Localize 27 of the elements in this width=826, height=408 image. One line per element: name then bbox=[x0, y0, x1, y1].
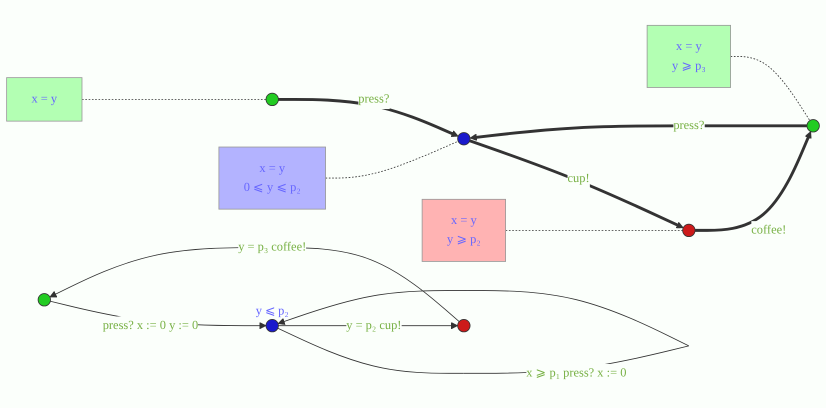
node-circle bbox=[266, 92, 279, 106]
node-circle bbox=[682, 224, 696, 238]
edge-label: press? bbox=[673, 118, 704, 132]
node-box: x = y bbox=[6, 77, 82, 122]
edge-label: cup! bbox=[568, 172, 590, 186]
node-circle bbox=[806, 119, 820, 132]
node-box: x = y y ⩾ p₂ bbox=[422, 198, 506, 262]
edge-label: y = p₃ coffee! bbox=[238, 240, 306, 254]
connector bbox=[82, 98, 266, 100]
arrow bbox=[470, 124, 807, 141]
connector bbox=[325, 140, 459, 178]
node-circle bbox=[457, 132, 470, 146]
edge-label: press? x := 0 y := 0 bbox=[102, 318, 198, 332]
edge-label: press? bbox=[358, 92, 390, 106]
node-box: x = y 0 ⩽ y ⩽ p₂ bbox=[218, 146, 326, 210]
arrow bbox=[695, 131, 812, 232]
node-circle bbox=[38, 293, 51, 306]
node-circle bbox=[457, 319, 470, 332]
connector bbox=[730, 56, 810, 121]
edge-label: y = p₂ cup! bbox=[346, 318, 402, 332]
arrow bbox=[469, 139, 684, 228]
node-circle bbox=[266, 319, 279, 332]
edge-label: coffee! bbox=[751, 224, 786, 237]
node-box: x = y y ⩾ p₃ bbox=[646, 24, 731, 88]
invariant-label: y ⩽ p₂ bbox=[256, 303, 289, 318]
edge-label: x ⩾ p₁ press? x := 0 bbox=[526, 366, 626, 380]
connector bbox=[505, 230, 684, 231]
